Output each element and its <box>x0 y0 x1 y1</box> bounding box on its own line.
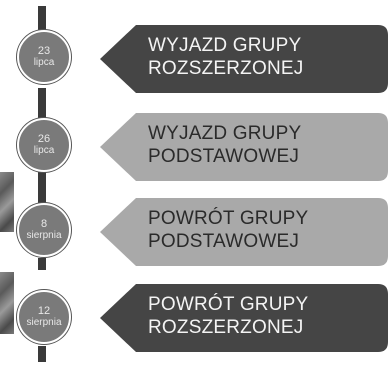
date-month: lipca <box>33 56 55 68</box>
date-month: lipca <box>33 144 55 156</box>
event-title-line1: POWRÓT GRUPY <box>148 294 309 315</box>
date-month: sierpnia <box>26 229 62 241</box>
timeline-line <box>38 172 46 208</box>
event-title-line2: PODSTAWOWEJ <box>148 146 300 167</box>
event-arrow-label: POWRÓT GRUPY PODSTAWOWEJ <box>100 198 388 266</box>
date-circle: 23 lipca <box>17 30 71 84</box>
event-title-line1: WYJAZD GRUPY <box>148 35 302 56</box>
arrow-shape <box>100 25 388 93</box>
background-photo-fragment <box>0 172 14 232</box>
date-circle: 8 sierpnia <box>17 203 71 257</box>
date-circle: 12 sierpnia <box>17 290 71 344</box>
event-arrow-label: WYJAZD GRUPY PODSTAWOWEJ <box>100 113 388 181</box>
date-month: sierpnia <box>26 316 62 328</box>
event-title-line2: PODSTAWOWEJ <box>148 231 300 252</box>
date-circle: 26 lipca <box>17 118 71 172</box>
event-title: WYJAZD GRUPY PODSTAWOWEJ <box>148 122 301 168</box>
timeline-line <box>38 88 46 124</box>
timeline-line <box>38 258 46 270</box>
arrow-shape <box>100 284 388 352</box>
event-title-line1: POWRÓT GRUPY <box>148 208 309 229</box>
event-title-line2: ROZSZERZONEJ <box>148 58 304 79</box>
date-day: 26 <box>37 132 51 145</box>
event-title: POWRÓT GRUPY PODSTAWOWEJ <box>148 207 308 253</box>
timeline-line <box>38 6 46 30</box>
arrow-shape <box>100 113 388 181</box>
date-day: 8 <box>40 217 48 230</box>
event-arrow-label: WYJAZD GRUPY ROZSZERZONEJ <box>100 25 388 93</box>
event-arrow-label: POWRÓT GRUPY ROZSZERZONEJ <box>100 284 388 352</box>
event-title-line2: ROZSZERZONEJ <box>148 317 304 338</box>
date-day: 12 <box>37 304 51 317</box>
event-title-line1: WYJAZD GRUPY <box>148 123 302 144</box>
timeline-line <box>38 346 46 362</box>
date-day: 23 <box>37 44 51 57</box>
background-photo-fragment <box>0 272 14 334</box>
event-title: POWRÓT GRUPY ROZSZERZONEJ <box>148 293 308 339</box>
arrow-shape <box>100 198 388 266</box>
event-title: WYJAZD GRUPY ROZSZERZONEJ <box>148 34 303 80</box>
